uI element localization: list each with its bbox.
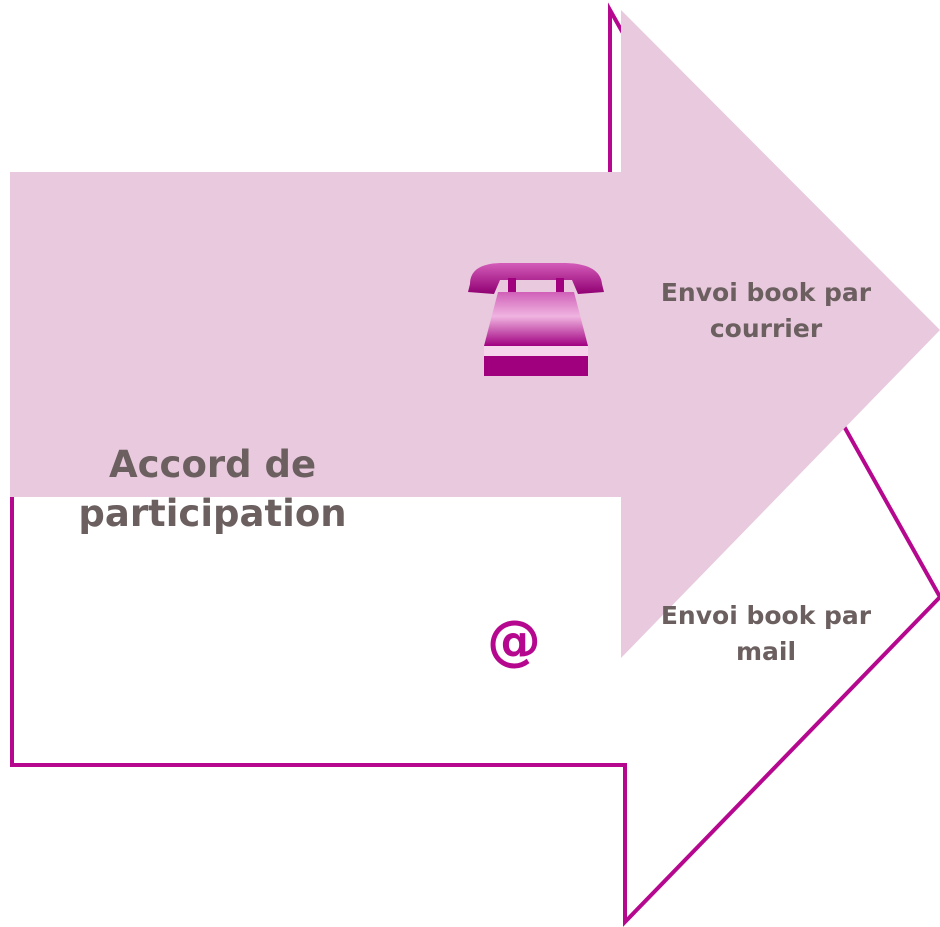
arrow-label-courrier: Envoi book par courrier xyxy=(660,278,872,343)
at-sign-icon: @ xyxy=(487,609,541,672)
telephone-icon xyxy=(468,263,604,376)
arrow-label-mail: Envoi book par mail xyxy=(660,601,872,666)
main-label: Accord de participation xyxy=(78,443,347,535)
filled-arrow-courrier xyxy=(10,10,940,658)
